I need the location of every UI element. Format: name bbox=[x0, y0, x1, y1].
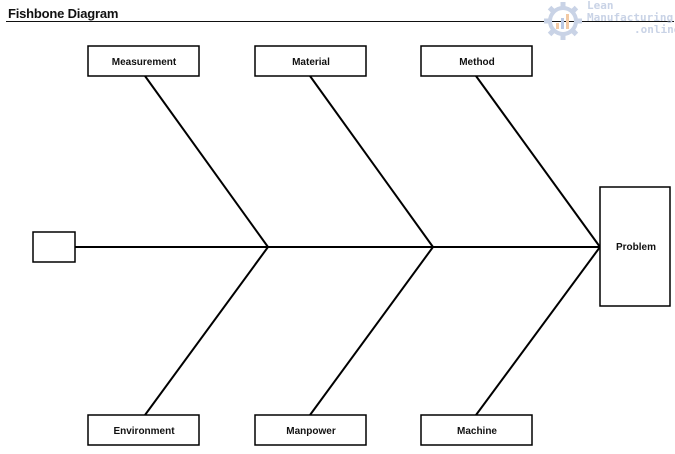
watermark-line-1: Lean bbox=[587, 0, 614, 12]
category-box-material: Material bbox=[254, 45, 367, 77]
watermark-text: Lean Manufacturing .online bbox=[587, 0, 675, 36]
problem-box: Problem bbox=[599, 186, 671, 307]
title-underline bbox=[6, 21, 674, 22]
category-box-method: Method bbox=[420, 45, 533, 77]
watermark-line-2: Manufacturing bbox=[587, 11, 674, 24]
watermark-line-3: .online bbox=[634, 23, 675, 36]
category-label-machine: Machine bbox=[457, 426, 497, 437]
tail-box bbox=[32, 231, 76, 263]
category-label-measurement: Measurement bbox=[112, 57, 177, 68]
gear-icon bbox=[544, 2, 582, 40]
bone-manpower bbox=[309, 246, 434, 416]
category-label-manpower: Manpower bbox=[286, 426, 336, 437]
category-box-environment: Environment bbox=[87, 414, 200, 446]
category-label-environment: Environment bbox=[113, 426, 175, 437]
category-box-measurement: Measurement bbox=[87, 45, 200, 77]
bone-environment bbox=[144, 246, 269, 416]
bone-material bbox=[309, 75, 434, 248]
category-label-method: Method bbox=[459, 57, 495, 68]
watermark-logo: Lean Manufacturing .online bbox=[543, 0, 675, 44]
category-box-machine: Machine bbox=[420, 414, 533, 446]
category-label-material: Material bbox=[292, 57, 330, 68]
page-title: Fishbone Diagram bbox=[8, 6, 119, 21]
bone-measurement bbox=[144, 75, 269, 248]
bone-machine bbox=[475, 246, 601, 416]
problem-label: Problem bbox=[616, 242, 656, 253]
category-box-manpower: Manpower bbox=[254, 414, 367, 446]
bone-method bbox=[475, 75, 601, 248]
